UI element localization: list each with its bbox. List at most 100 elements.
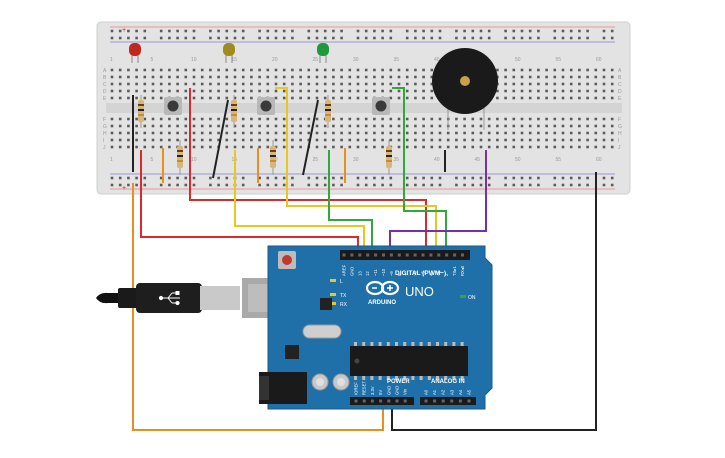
column-number: 5	[151, 57, 154, 63]
resistor[interactable]	[138, 95, 144, 128]
column-number: 45	[475, 157, 481, 163]
row-letter: G	[618, 124, 622, 130]
power-pin-label: 3.3V	[370, 386, 375, 395]
wire-red-2[interactable]	[189, 88, 427, 255]
column-number: 1	[110, 157, 113, 163]
row-letter: F	[103, 117, 106, 123]
power-pin-label: GND	[395, 386, 400, 395]
digital-pin-label: ~11	[373, 269, 378, 276]
power-pin-label: GND	[386, 386, 391, 395]
column-number: 55	[556, 157, 562, 163]
crystal-oscillator	[302, 324, 342, 339]
row-letter: H	[618, 131, 622, 137]
row-letter: I	[618, 138, 619, 144]
push-button-3[interactable]	[372, 97, 390, 115]
jumper-black-3[interactable]	[302, 99, 319, 176]
resistors	[138, 95, 392, 175]
digital-label: DIGITAL (PWM~)	[395, 270, 446, 277]
column-number: 1	[110, 57, 113, 63]
yellow-led-body	[223, 43, 235, 56]
digital-pin-label: GND	[349, 267, 354, 276]
row-letter: B	[618, 75, 622, 81]
power-pin-label: RESET	[362, 381, 367, 395]
wire-black[interactable]	[391, 172, 597, 431]
resistor[interactable]	[325, 95, 331, 128]
column-number: 10	[191, 157, 197, 163]
l-led	[330, 279, 336, 282]
rail-plus-bottom: +	[122, 185, 126, 192]
row-letter: J	[103, 145, 106, 151]
column-number: 40	[434, 57, 440, 63]
green-led[interactable]	[317, 43, 329, 63]
chip-pins	[354, 342, 464, 380]
power-header-pins	[354, 399, 471, 403]
column-number: 20	[272, 57, 278, 63]
arduino-logo	[365, 280, 400, 296]
rail-plus-top: +	[122, 27, 126, 34]
digital-header-pins	[342, 253, 464, 257]
analog-label: ANALOG IN	[431, 379, 465, 385]
push-button-1[interactable]	[164, 97, 182, 115]
wire-yellow-1[interactable]	[234, 150, 365, 255]
atmega-chip	[350, 346, 468, 376]
yellow-led[interactable]	[223, 43, 235, 63]
jumper-black-2[interactable]	[212, 99, 229, 179]
row-letter: B	[103, 75, 107, 81]
power-pin-label: Vin	[403, 388, 408, 395]
row-letter: E	[618, 96, 622, 102]
push-button-2[interactable]	[257, 97, 275, 115]
column-number: 35	[394, 57, 400, 63]
wire-green-1[interactable]	[328, 150, 373, 255]
row-letter: D	[103, 89, 107, 95]
on-led	[460, 295, 466, 298]
wire-purple[interactable]	[389, 150, 487, 255]
digital-pin-label: 7	[405, 273, 410, 276]
piezo-buzzer[interactable]	[432, 48, 498, 130]
digital-pin-label: RX◂0	[460, 265, 465, 276]
row-letter: F	[618, 117, 621, 123]
resistor[interactable]	[386, 140, 392, 175]
row-letter: A	[618, 68, 622, 74]
row-letter: C	[618, 82, 622, 88]
column-number: 30	[353, 157, 359, 163]
column-number: 55	[556, 57, 562, 63]
resistor[interactable]	[177, 140, 183, 175]
row-letter: J	[618, 145, 621, 151]
digital-pin-label: ~10	[381, 268, 386, 276]
resistor[interactable]	[231, 95, 237, 128]
wire-yellow-2[interactable]	[275, 87, 437, 255]
digital-pin-label: 13	[357, 271, 362, 276]
red-led[interactable]	[129, 43, 141, 63]
digital-pin-label: 12	[365, 271, 370, 276]
red-led-body	[129, 43, 141, 56]
voltage-regulator	[285, 345, 299, 359]
row-letter: H	[103, 131, 107, 137]
digital-pin-label: 8	[397, 273, 402, 276]
rx-led-label: RX	[340, 302, 348, 308]
power-label: POWER	[387, 379, 410, 385]
digital-pin-label: 4	[428, 273, 433, 276]
column-number: 50	[515, 57, 521, 63]
digital-pin-label: ~9	[389, 271, 394, 276]
usb-connector	[200, 286, 240, 310]
usb-icon	[158, 291, 180, 306]
power-pin-label: IOREF	[354, 382, 359, 395]
arduino-brand: ARDUINO	[368, 300, 396, 306]
wire-green-2[interactable]	[392, 87, 447, 255]
analog-pin-label: A3	[449, 389, 454, 395]
buzzer-center	[460, 76, 470, 86]
resistor[interactable]	[270, 140, 276, 175]
rx-led	[330, 302, 336, 305]
tx-led-label: TX	[340, 293, 347, 299]
column-number: 40	[434, 157, 440, 163]
row-letter: C	[103, 82, 107, 88]
row-letter: D	[618, 89, 622, 95]
l-led-label: L	[340, 279, 343, 285]
digital-pin-label: TX▸1	[452, 266, 457, 276]
column-number: 35	[394, 157, 400, 163]
